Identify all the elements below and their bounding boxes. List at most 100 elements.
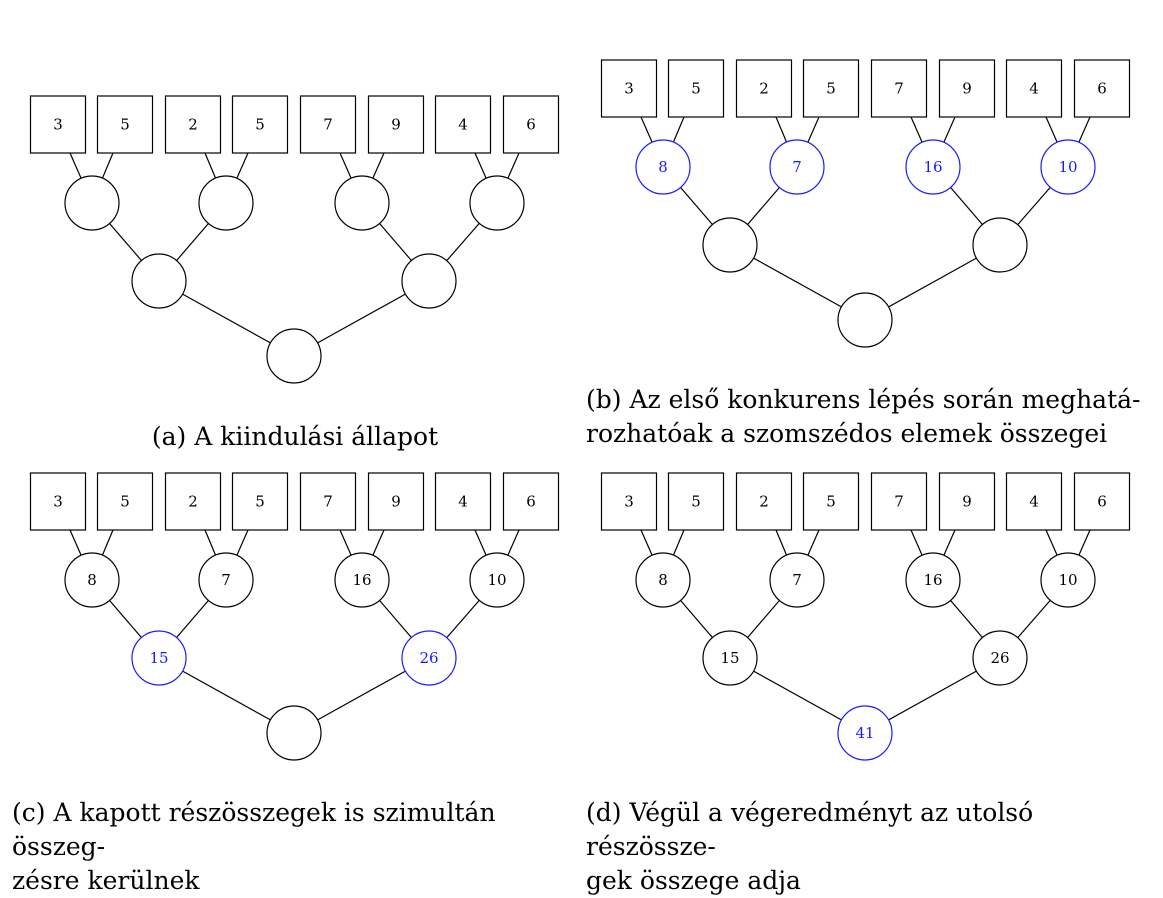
panel-a-edge-leaf-0 [69, 152, 82, 179]
panel-c-edge-leaf-1 [101, 529, 114, 556]
panel-a-leaf-label-3: 5 [255, 116, 265, 134]
panel-d-edge-l1-2 [950, 600, 983, 638]
panel-d-leaf-label-2: 2 [759, 493, 769, 511]
panel-c-leaf-box-5 [367, 472, 425, 531]
panel-b-edge-leaf-3 [807, 116, 820, 143]
panel-a-leaf-label-2: 2 [188, 116, 198, 134]
panel-c-level1-node-1-label: 7 [221, 571, 231, 589]
panel-b-leaf-box-5 [938, 59, 996, 118]
panel-c-level1-node-3-label: 10 [487, 571, 506, 589]
panel-d-leaf-label-1: 5 [691, 493, 701, 511]
panel-b-edge-l1-3 [1017, 186, 1051, 226]
panel-c-leaf-box-0 [29, 472, 87, 531]
panel-b-leaf-label-0: 3 [624, 80, 634, 98]
panel-c-leaf-label-2: 2 [188, 493, 198, 511]
panel-d-edge-leaf-4 [910, 529, 923, 556]
panel-a-edge-leaf-7 [507, 152, 520, 179]
panel-b-edge-l2-1 [888, 257, 977, 308]
panel-d-root-node-label: 41 [855, 724, 874, 742]
panel-a-level1-node-2 [334, 175, 390, 231]
panel-c-level1-node-3 [469, 552, 525, 608]
panel-d-leaf-box-1 [667, 472, 725, 531]
panel-a-leaf-box-5 [367, 95, 425, 154]
panel-c-level1-node-2 [334, 552, 390, 608]
panel-d-level1-node-2 [905, 552, 961, 608]
panel-b-level1-node-2 [905, 139, 961, 195]
panel-c-edge-leaf-5 [372, 529, 385, 556]
panel-d-level1-node-0 [635, 552, 691, 608]
panel-c-root-node [266, 705, 322, 761]
panel-a-leaf-box-7 [502, 95, 560, 154]
panel-b-edge-leaf-7 [1078, 116, 1091, 143]
panel-a-edge-l2-0 [182, 293, 271, 344]
panel-d-edge-leaf-3 [807, 529, 820, 556]
panel-a-leaf-label-5: 9 [391, 116, 401, 134]
panel-d-edge-l1-0 [680, 600, 713, 638]
panel-b-edge-leaf-2 [775, 116, 788, 143]
panel-b-leaf-box-2 [735, 59, 793, 118]
caption-a: (a) A kiindulási állapot [40, 420, 550, 454]
panel-c-level1-node-0 [64, 552, 120, 608]
panel-a-edge-leaf-2 [204, 152, 217, 179]
panel-b-leaf-label-4: 7 [894, 80, 904, 98]
panel-c-level1-node-1 [198, 552, 254, 608]
panel-b-leaf-label-3: 5 [826, 80, 836, 98]
panel-c-edge-l1-0 [109, 600, 142, 638]
panel-c-leaf-box-1 [96, 472, 154, 531]
panel-d-edge-l1-3 [1017, 599, 1051, 639]
panel-c-edge-l1-3 [446, 599, 480, 639]
panel-b-level1-node-1-label: 7 [792, 158, 802, 176]
panel-a-leaf-box-0 [29, 95, 87, 154]
panel-c-leaf-box-6 [434, 472, 492, 531]
panel-b-level1-node-3 [1040, 139, 1096, 195]
panel-d-leaf-label-3: 5 [826, 493, 836, 511]
panel-b-edge-l1-2 [950, 187, 983, 225]
panel-d-leaf-box-5 [938, 472, 996, 531]
panel-d-edge-l1-1 [747, 600, 780, 638]
panel-a-edge-leaf-4 [339, 152, 352, 179]
panel-a-leaf-box-1 [96, 95, 154, 154]
caption-c-line-2: zésre kerülnek [12, 866, 200, 895]
panel-b-leaf-box-0 [600, 59, 658, 118]
panel-c-edge-leaf-0 [69, 529, 82, 556]
panel-d-level1-node-2-label: 16 [923, 571, 942, 589]
panel-a-edge-leaf-6 [474, 152, 487, 179]
panel-c-leaf-box-3 [231, 472, 289, 531]
panel-d-edge-leaf-0 [640, 529, 653, 556]
panel-b-leaf-box-4 [870, 59, 928, 118]
panel-d-edge-leaf-1 [672, 529, 685, 556]
panel-c-leaf-label-0: 3 [53, 493, 63, 511]
panel-b-level1-node-3-label: 10 [1058, 158, 1077, 176]
panel-b-level1-node-0-label: 8 [658, 158, 668, 176]
panel-c-edge-l2-0 [182, 670, 271, 721]
panel-a-leaf-box-4 [299, 95, 357, 154]
panel-b-leaf-label-7: 6 [1097, 80, 1107, 98]
panel-b-edge-leaf-0 [640, 116, 653, 143]
panel-a-leaf-label-1: 5 [120, 116, 130, 134]
panel-d-leaf-label-0: 3 [624, 493, 634, 511]
caption-a-line-1: (a) A kiindulási állapot [151, 422, 439, 451]
panel-d-level2-node-0 [702, 630, 758, 686]
panel-a-edge-l1-2 [379, 223, 412, 261]
panel-c-leaf-label-4: 7 [323, 493, 333, 511]
panel-a-leaf-box-6 [434, 95, 492, 154]
panel-c-level1-node-2-label: 16 [352, 571, 371, 589]
panel-c-edge-leaf-2 [204, 529, 217, 556]
panel-a-edge-leaf-5 [372, 152, 385, 179]
panel-c-level2-node-0-label: 15 [149, 649, 168, 667]
caption-d: (d) Végül a végeredményt az utolsó részö… [586, 796, 1161, 898]
panel-b-leaf-box-1 [667, 59, 725, 118]
panel-a-level1-node-0 [64, 175, 120, 231]
panel-c-edge-l2-1 [317, 670, 406, 721]
caption-c: (c) A kapott részösszegek is szimultán ö… [12, 796, 587, 898]
panel-b-edge-leaf-5 [943, 116, 956, 143]
panel-b-leaf-label-6: 4 [1029, 80, 1039, 98]
panel-c-leaf-label-6: 4 [458, 493, 468, 511]
panel-c-level2-node-1 [401, 630, 457, 686]
panel-d-level1-node-0-label: 8 [658, 571, 668, 589]
panel-d-leaf-box-3 [802, 472, 860, 531]
panel-a-edge-l1-0 [109, 223, 142, 261]
panel-a-level1-node-3 [469, 175, 525, 231]
panel-a-leaf-label-6: 4 [458, 116, 468, 134]
